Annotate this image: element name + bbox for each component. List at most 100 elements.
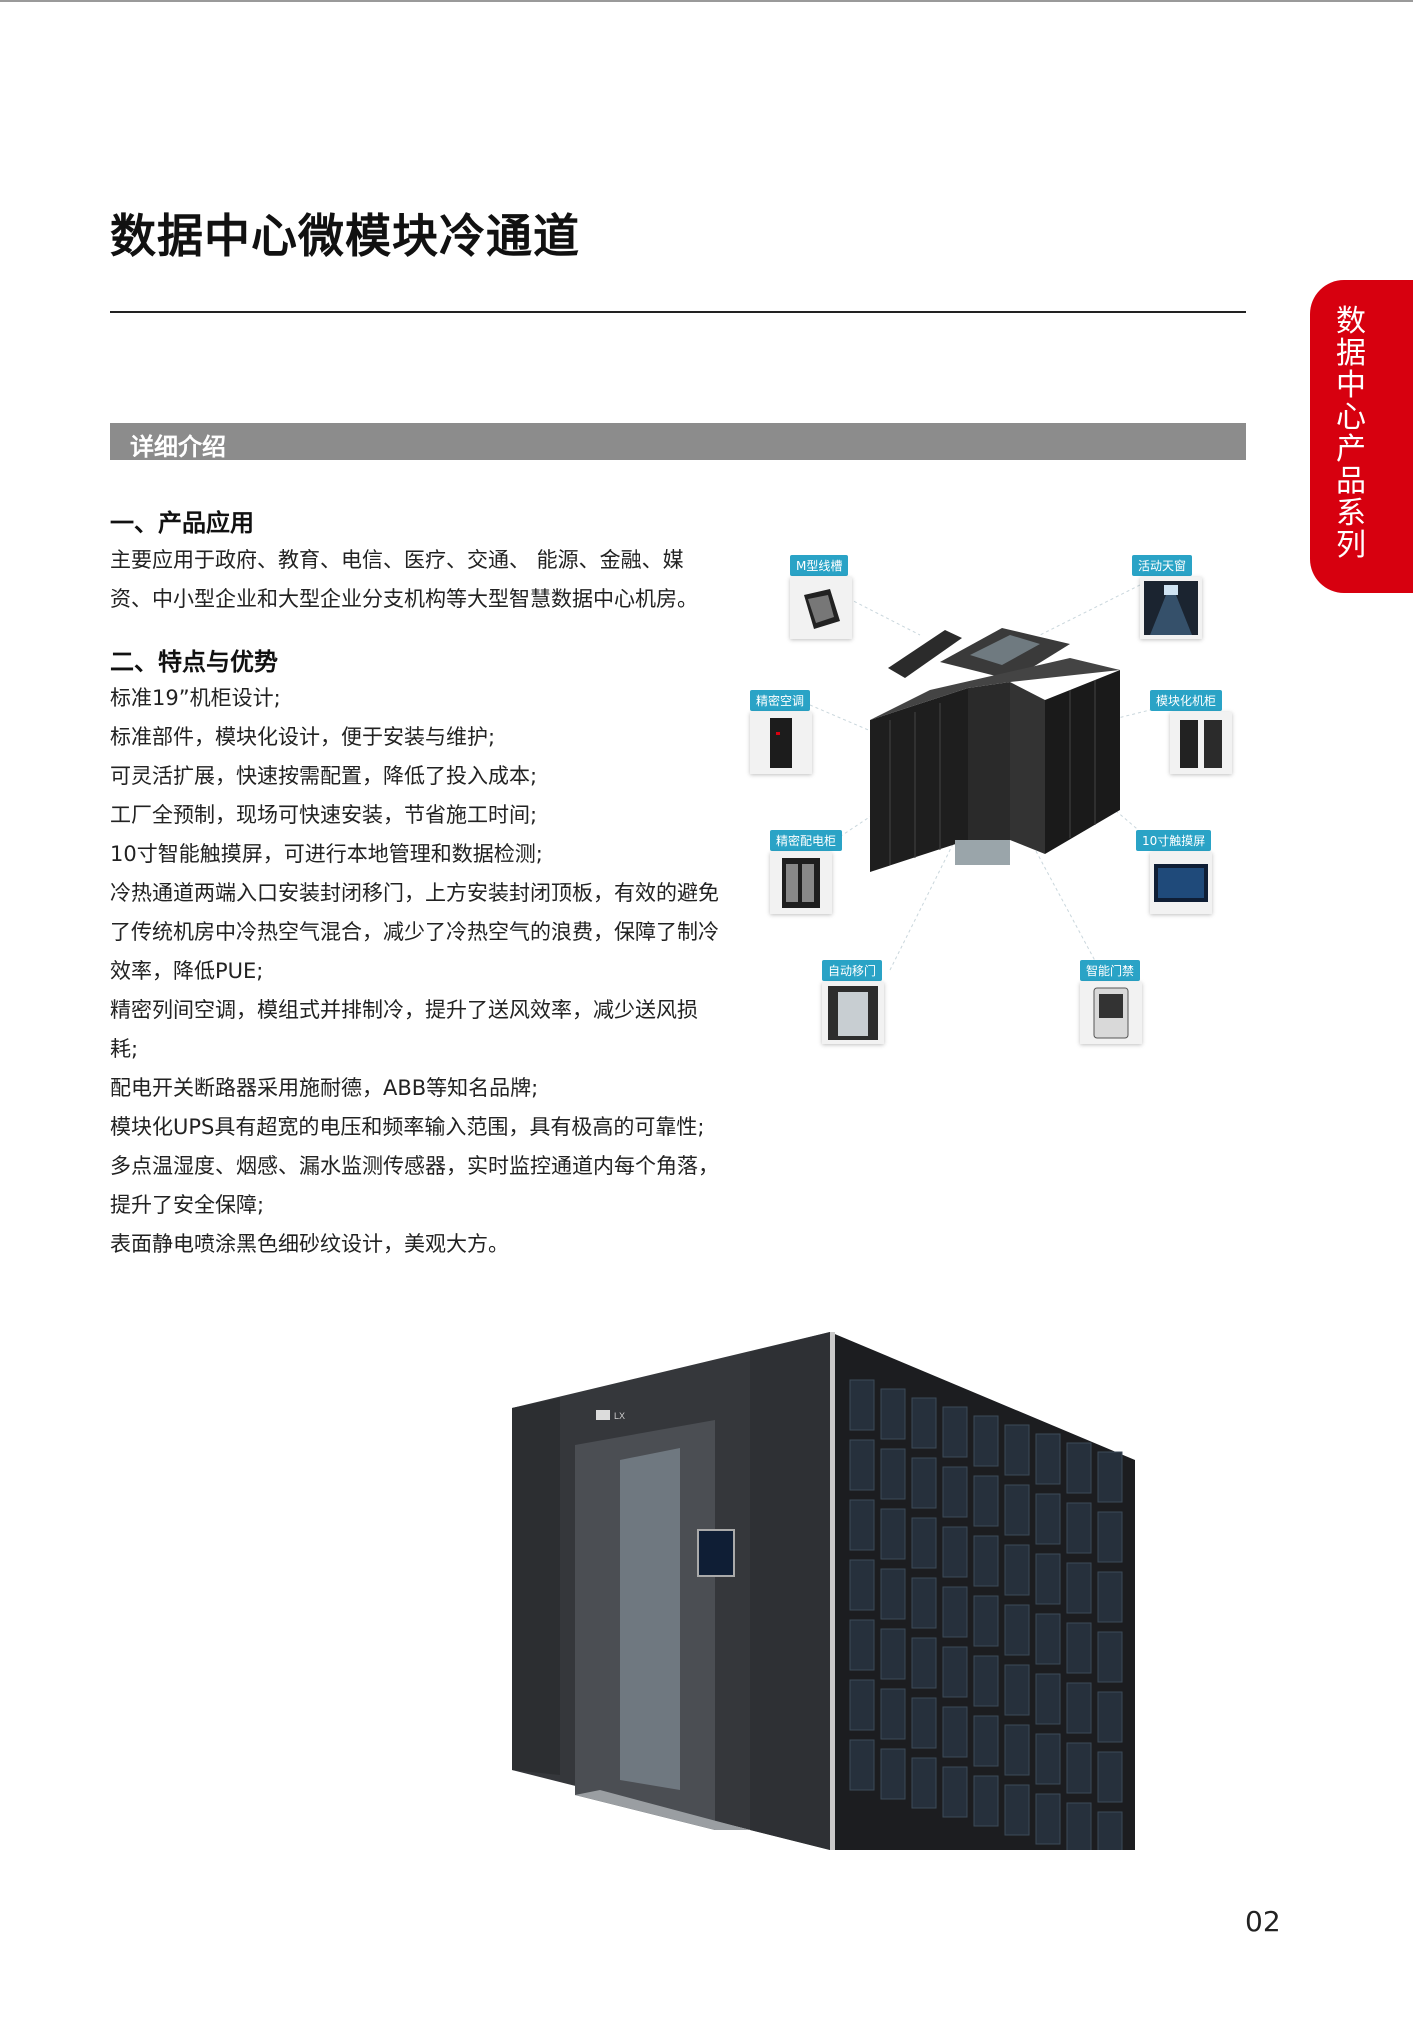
feature-item: 可灵活扩展，快速按需配置，降低了投入成本; — [110, 764, 538, 788]
rack-unit — [973, 1655, 999, 1707]
product-brand: LX — [614, 1411, 625, 1421]
feature-item: 精密列间空调，模组式并排制冷，提升了送风效率，减少送风损耗; — [110, 998, 698, 1061]
rack-unit — [849, 1439, 875, 1491]
section-bar-label: 详细介绍 — [130, 433, 226, 461]
feature-item: 冷热通道两端入口安装封闭移门，上方安装封闭顶板，有效的避免了传统机房中冷热空气混… — [110, 881, 719, 983]
application-text: 主要应用于政府、教育、电信、医疗、交通、 能源、金融、媒资、中小型企业和大型企业… — [110, 548, 698, 611]
rack-unit — [1035, 1793, 1061, 1845]
rack-unit — [973, 1715, 999, 1767]
callout-label: 精密配电柜 — [770, 830, 843, 851]
feature-item: 标准19”机柜设计; — [110, 686, 281, 710]
features-list: 标准19”机柜设计; 标准部件，模块化设计，便于安装与维护; 可灵活扩展，快速按… — [110, 679, 720, 1264]
feature-item: 工厂全预制，现场可快速安装，节省施工时间; — [110, 803, 538, 827]
rack-unit — [849, 1679, 875, 1731]
rack-unit — [911, 1757, 937, 1809]
callout-label: 模块化机柜 — [1150, 690, 1223, 711]
rack-unit — [1004, 1424, 1030, 1476]
rack-unit — [911, 1637, 937, 1689]
rack-unit — [973, 1775, 999, 1827]
rack-unit — [880, 1568, 906, 1620]
rack-unit — [942, 1706, 968, 1758]
callout-label: 活动天窗 — [1132, 555, 1193, 576]
rack-unit — [911, 1577, 937, 1629]
side-tab — [1310, 280, 1413, 593]
feature-item: 10寸智能触摸屏，可进行本地管理和数据检测; — [110, 842, 543, 866]
rack-unit — [911, 1397, 937, 1449]
rack-unit — [1035, 1553, 1061, 1605]
rack-unit — [849, 1739, 875, 1791]
rack-unit — [1066, 1802, 1092, 1854]
rack-unit — [880, 1388, 906, 1440]
rack-unit — [973, 1595, 999, 1647]
page-title: 数据中心微模块冷通道 — [110, 209, 580, 263]
rack-unit — [1035, 1733, 1061, 1785]
rack-unit — [942, 1406, 968, 1458]
rack-unit — [1097, 1691, 1123, 1743]
product-photo: LX — [500, 1320, 1140, 1863]
rack-unit — [849, 1499, 875, 1551]
callout-label: 自动移门 — [822, 960, 883, 981]
precision-ac-icon — [750, 712, 812, 774]
rack-unit — [1004, 1484, 1030, 1536]
rack-unit — [1097, 1511, 1123, 1563]
rack-unit — [1004, 1544, 1030, 1596]
rack-unit — [942, 1766, 968, 1818]
rack-unit — [849, 1559, 875, 1611]
rack-unit — [1035, 1493, 1061, 1545]
rack-unit — [849, 1379, 875, 1431]
rack-unit — [880, 1448, 906, 1500]
rack-unit — [1066, 1442, 1092, 1494]
cable-tray-icon — [790, 577, 852, 639]
pdu-cabinet-icon — [770, 852, 832, 914]
modular-cabinet-icon — [1170, 712, 1232, 774]
sliding-door-icon — [822, 982, 884, 1044]
callout-label: 10寸触摸屏 — [1136, 830, 1212, 851]
rack-unit — [911, 1517, 937, 1569]
rack-unit — [880, 1628, 906, 1680]
feature-item: 多点温湿度、烟感、漏水监测传感器，实时监控通道内每个角落，提升了安全保障; — [110, 1154, 719, 1217]
page-number: 02 — [1245, 1905, 1281, 1938]
rack-unit — [973, 1475, 999, 1527]
rack-unit — [1066, 1622, 1092, 1674]
callout-label: 智能门禁 — [1080, 960, 1141, 981]
rack-unit — [880, 1748, 906, 1800]
access-control-icon — [1080, 982, 1142, 1044]
rack-unit — [1097, 1811, 1123, 1863]
rack-unit — [942, 1526, 968, 1578]
callout-label: 精密空调 — [750, 690, 811, 711]
section-bar: 详细介绍 — [110, 423, 1246, 461]
rack-unit — [911, 1697, 937, 1749]
title-rule — [110, 311, 1246, 313]
rack-unit — [1097, 1451, 1123, 1503]
touchscreen-icon — [1150, 852, 1212, 914]
exploded-diagram: M型线槽 活动天窗 精密空调 模块化机柜 精密配电柜 10寸触摸屏 — [740, 540, 1232, 1050]
rack-unit — [1097, 1631, 1123, 1683]
rack-unit — [880, 1508, 906, 1560]
rack-unit — [973, 1415, 999, 1467]
rack-unit — [1066, 1502, 1092, 1554]
rack-unit — [1035, 1613, 1061, 1665]
rack-unit — [1004, 1784, 1030, 1836]
exploded-diagram-graphic — [809, 584, 1171, 971]
rack-unit — [942, 1466, 968, 1518]
feature-item: 模块化UPS具有超宽的电压和频率输入范围，具有极高的可靠性; — [110, 1115, 705, 1139]
rack-unit — [1097, 1751, 1123, 1803]
rack-unit — [1004, 1724, 1030, 1776]
rack-unit — [1097, 1571, 1123, 1623]
feature-item: 表面静电喷涂黑色细砂纹设计，美观大方。 — [110, 1232, 509, 1256]
rack-unit — [1004, 1664, 1030, 1716]
feature-item: 标准部件，模块化设计，便于安装与维护; — [110, 725, 496, 749]
rack-unit — [1035, 1673, 1061, 1725]
rack-unit — [973, 1535, 999, 1587]
features-heading: 二、特点与优势 — [110, 648, 278, 676]
rack-grid — [849, 1379, 1123, 1863]
feature-item: 配电开关断路器采用施耐德，ABB等知名品牌; — [110, 1076, 539, 1100]
rack-unit — [880, 1688, 906, 1740]
callout-label: M型线槽 — [790, 555, 849, 576]
rack-unit — [1066, 1742, 1092, 1794]
skylight-icon — [1140, 577, 1202, 639]
rack-unit — [1066, 1682, 1092, 1734]
rack-unit — [1066, 1562, 1092, 1614]
rack-unit — [942, 1646, 968, 1698]
rack-unit — [849, 1619, 875, 1671]
